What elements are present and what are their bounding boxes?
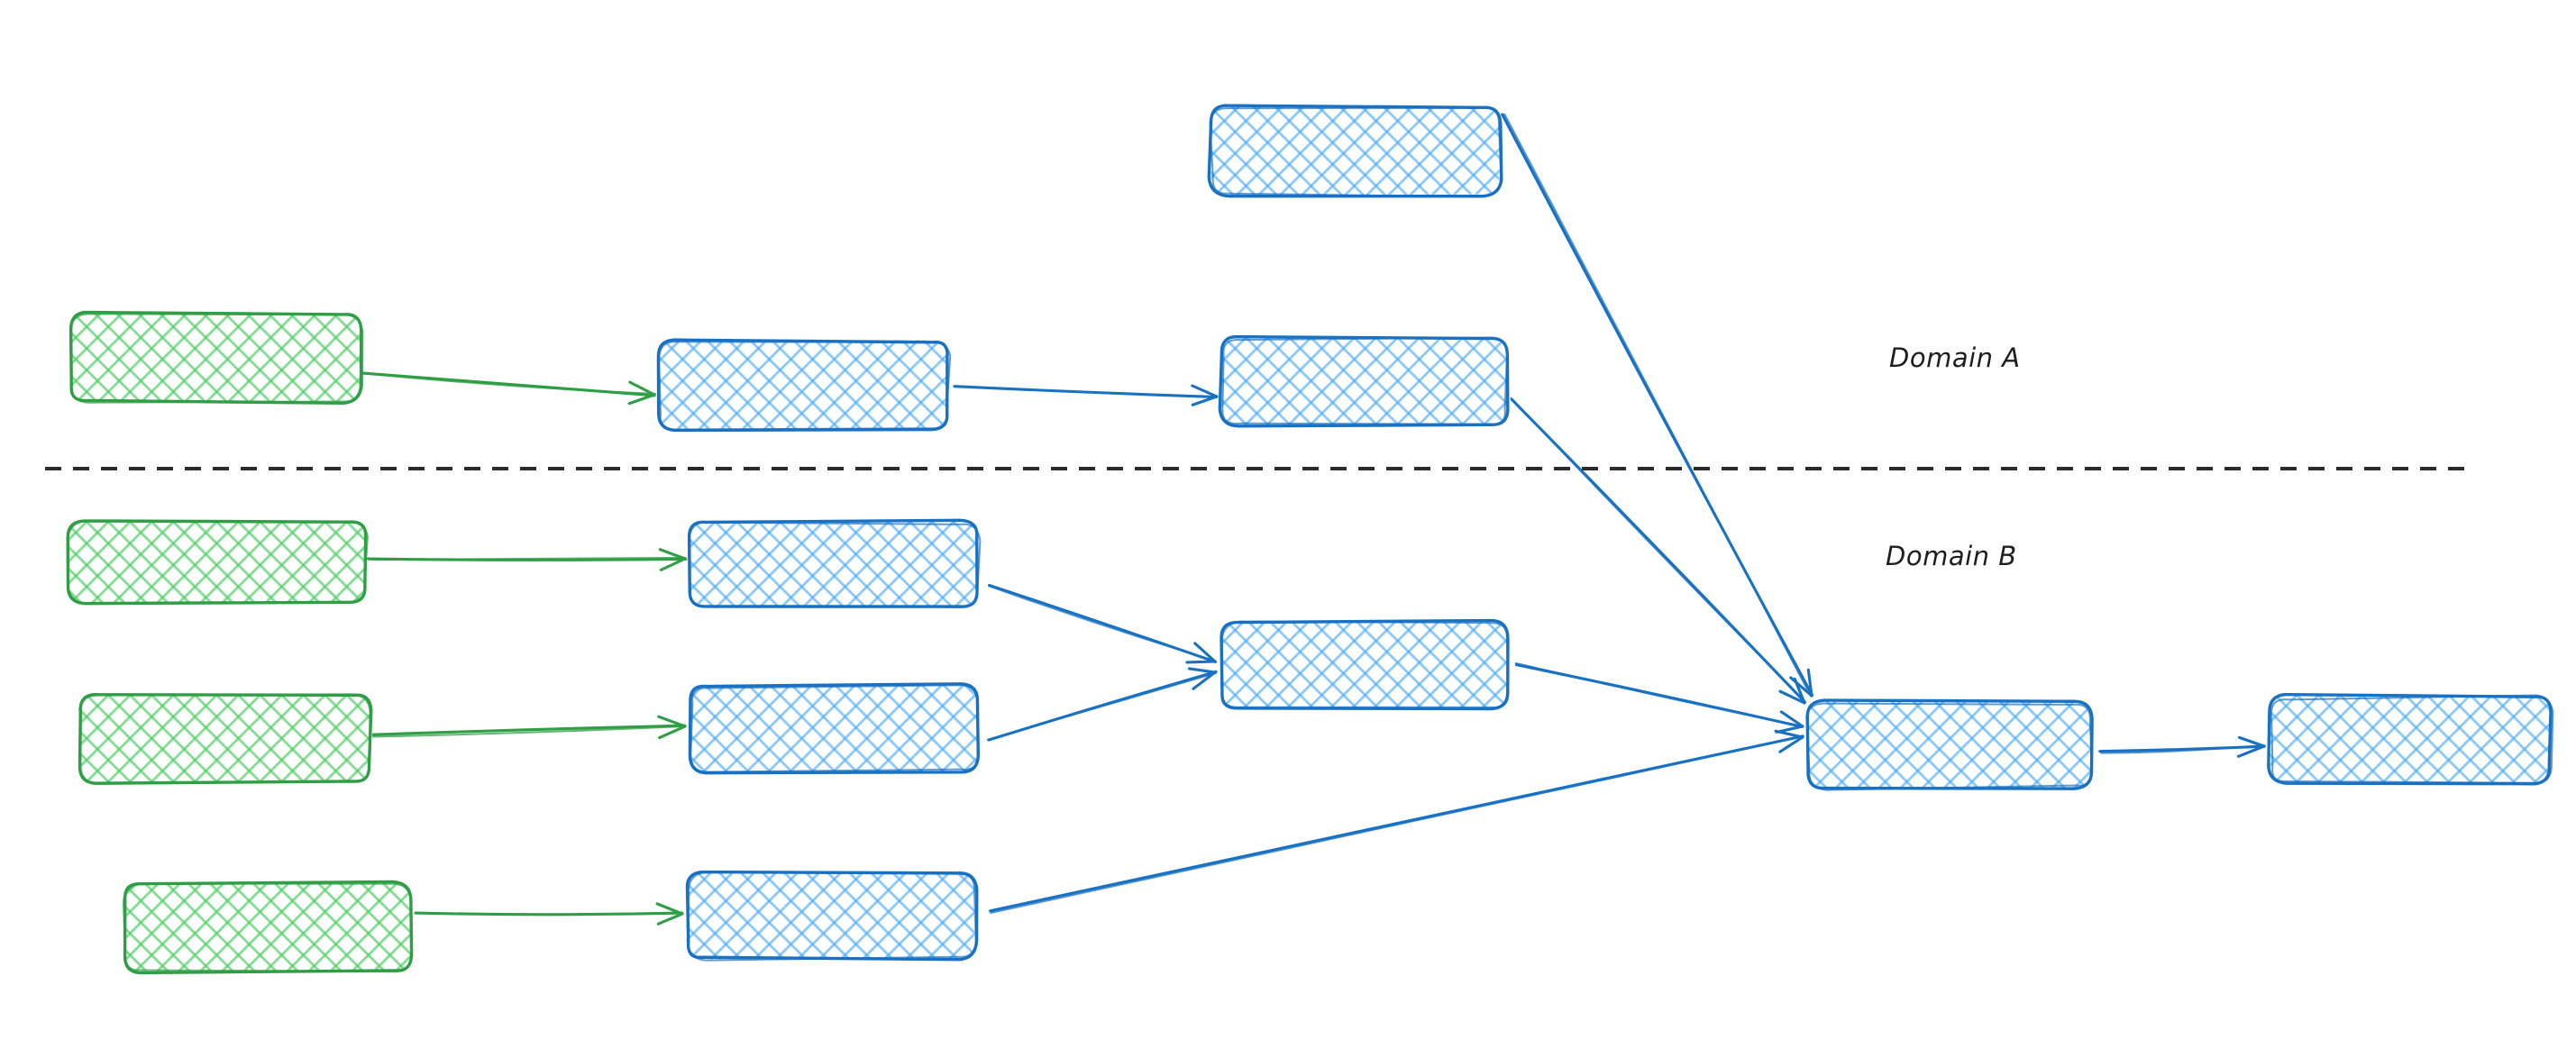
edge-b-merge-to-b-sink xyxy=(1514,661,1804,734)
domain-b-process-node-2[interactable] xyxy=(688,682,980,775)
domain-b-process-node-1[interactable] xyxy=(687,518,982,608)
domain-b-source-node-3[interactable] xyxy=(122,880,414,975)
edge-b-proc1-to-b-merge xyxy=(988,583,1218,664)
domain-a-source-node-1[interactable] xyxy=(69,310,364,405)
edge-b-sink-to-b-out xyxy=(2098,735,2266,758)
domain-b-source-node-1[interactable] xyxy=(66,519,369,606)
edge-a-proc1-to-a-proc2 xyxy=(953,384,1219,406)
domain-a-process-node-1[interactable] xyxy=(656,338,952,433)
domain-b-sink-node[interactable] xyxy=(1805,698,2094,791)
edge-b-proc2-to-b-merge xyxy=(986,667,1218,742)
nodes-layer xyxy=(66,104,2554,975)
domain-b-source-node-2[interactable] xyxy=(78,693,373,785)
edge-b-src2-to-b-proc2 xyxy=(371,715,687,740)
edge-b-src1-to-b-proc1 xyxy=(366,548,688,571)
edge-b-src3-to-b-proc3 xyxy=(414,902,684,926)
edges-layer xyxy=(361,113,2266,926)
domain-a-process-node-2[interactable] xyxy=(1218,334,1510,428)
edge-a-proc0-to-b-sink xyxy=(1501,113,1814,698)
domain-b-output-node[interactable] xyxy=(2267,692,2554,786)
edge-b-proc3-to-b-sink xyxy=(989,729,1804,915)
domain-b-label: Domain B xyxy=(1886,541,2017,571)
edge-a-src1-to-a-proc1 xyxy=(361,371,657,406)
domain-a-process-node-0[interactable] xyxy=(1207,104,1503,198)
domain-b-process-node-3[interactable] xyxy=(685,870,979,962)
edge-a-proc2-to-b-sink xyxy=(1510,397,1807,705)
domain-a-label: Domain A xyxy=(1889,342,2021,373)
domain-b-merge-node[interactable] xyxy=(1219,618,1510,711)
